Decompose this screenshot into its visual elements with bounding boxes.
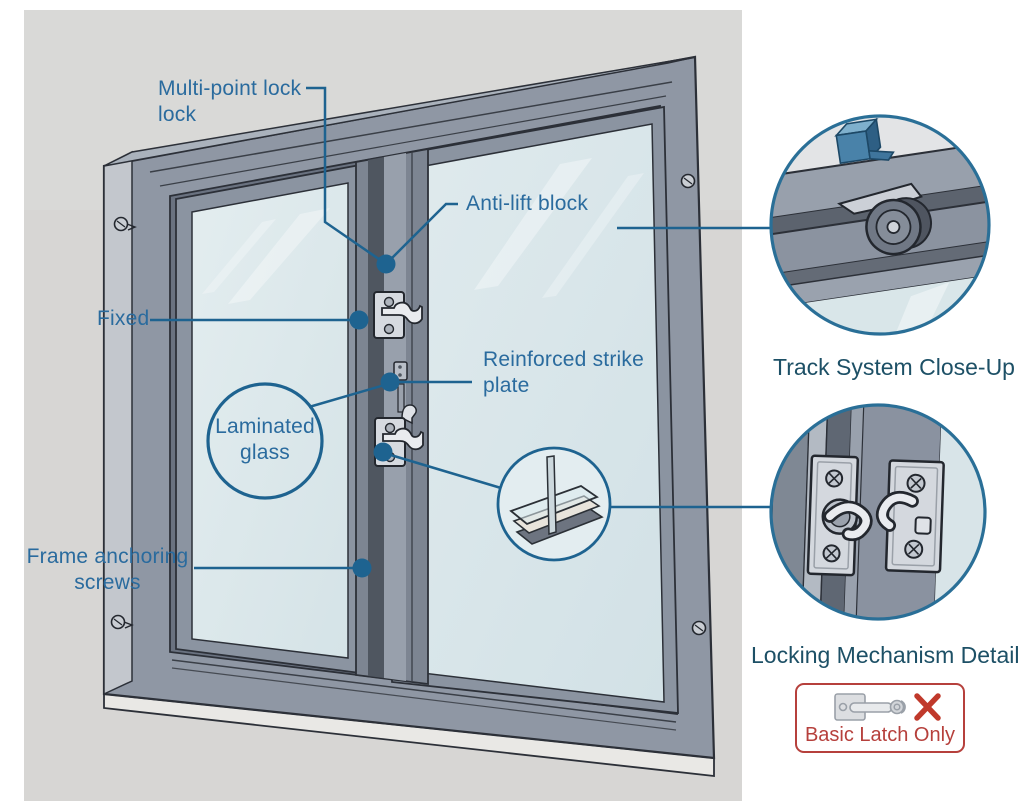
screw-icon: [680, 173, 696, 189]
screw-icon: [825, 469, 844, 488]
label-fixed: Fixed: [97, 307, 150, 330]
locking-inset: [769, 403, 987, 621]
frame-anchor-screws: [110, 173, 707, 636]
screw-icon: [691, 620, 707, 636]
caption-locking-mechanism: Locking Mechanism Detail: [751, 642, 1020, 668]
leader-line-anti-lift: [385, 202, 458, 265]
glass-reflection: [474, 158, 592, 290]
lock-hook: [382, 427, 424, 451]
callout-dot: [352, 558, 372, 578]
sliding-panel: [391, 105, 679, 715]
x-icon: [914, 693, 941, 721]
fixed-panel-glass: [191, 182, 349, 659]
lock-hardware-upper: [373, 291, 423, 339]
label-anti-lift-block: Anti-lift block: [466, 192, 589, 215]
laminated-glass-inset: [496, 446, 612, 562]
track-rails: [771, 116, 989, 334]
screw-icon: [113, 216, 137, 232]
leader-line-multi-point: [306, 86, 387, 266]
lock-hook: [381, 301, 423, 325]
label-reinforced-strike-plate: Reinforced strike plate: [483, 348, 644, 398]
mullion: [355, 147, 429, 686]
lock-rod: [397, 383, 405, 413]
screw-icon: [904, 539, 924, 559]
roller-wheel-icon: [837, 182, 933, 256]
locking-inset-ring: [769, 403, 987, 621]
warning-box: Basic Latch Only: [795, 683, 965, 753]
glass-reflection: [542, 173, 644, 298]
basic-latch-icon: [834, 693, 906, 721]
screw-icon: [383, 323, 395, 335]
leader-line-laminated: [308, 382, 389, 409]
screw-icon: [383, 296, 395, 308]
label-laminated-glass: Laminated glass: [215, 415, 315, 465]
glass-reflection: [228, 208, 330, 304]
screw-icon: [822, 544, 841, 563]
latch-plate-right: [884, 459, 945, 574]
track-inset: [769, 114, 991, 336]
warning-illustration: [834, 693, 941, 721]
callout-dot: [376, 254, 396, 274]
glass-layers-icon: [509, 455, 604, 545]
caption-track-system: Track System Close-Up: [773, 354, 1015, 380]
screw-icon: [384, 422, 396, 434]
callout-dot: [373, 442, 393, 462]
annotations: [150, 86, 771, 570]
glass-reflection: [202, 219, 276, 294]
locking-profiles: [771, 405, 985, 619]
track-inset-ring: [769, 114, 991, 336]
leader-line-glass-inset: [383, 451, 502, 490]
label-multi-point-lock: Multi-point lock lock: [158, 77, 302, 127]
fixed-panel: [175, 163, 361, 675]
interlocking-hooks-icon: [823, 490, 932, 542]
screw-icon: [906, 473, 926, 493]
warning-text: Basic Latch Only: [804, 724, 956, 746]
screw-icon: [110, 614, 134, 630]
callout-dot: [380, 372, 400, 392]
laminated-glass-circle: [206, 382, 324, 500]
callout-dots: [349, 254, 400, 578]
lock-hook-small: [401, 404, 417, 425]
strike-keeper: [393, 361, 417, 425]
label-frame-anchoring-screws: Frame anchoring screws: [26, 545, 189, 595]
callout-dot: [349, 310, 369, 330]
anti-lift-block-icon: [834, 117, 895, 165]
